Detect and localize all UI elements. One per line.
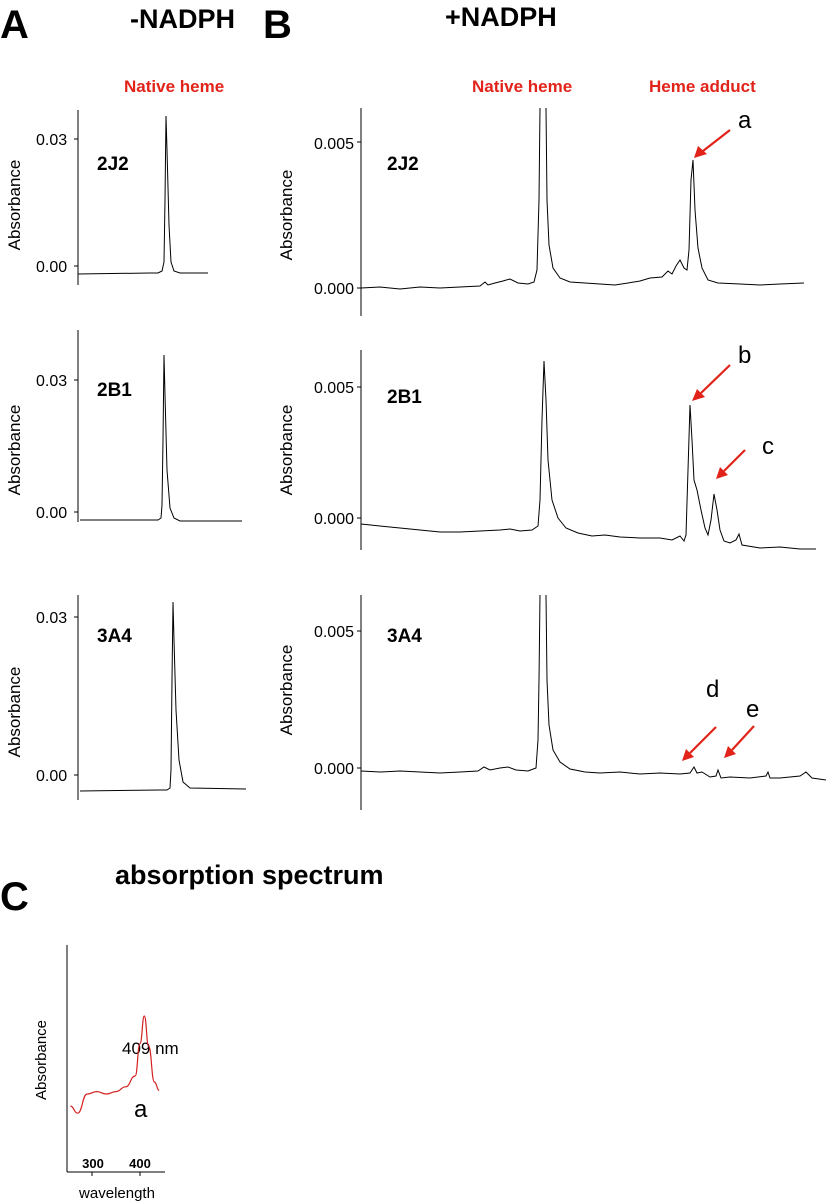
y-tick-label: 0.03 (36, 132, 67, 149)
sample-label: 2J2 (387, 154, 419, 175)
y-tick-label: 0.005 (314, 136, 354, 153)
chart-a-3a4: 0.03 0.00 Absorbance 3A4 (5, 595, 247, 800)
arrowhead (724, 746, 736, 758)
peak-arrow-d (689, 726, 717, 754)
arrowhead (694, 146, 707, 158)
chromatogram-trace (79, 601, 247, 792)
arrowhead (716, 467, 728, 479)
peak-arrow-b (700, 364, 731, 394)
y-tick-label: 0.005 (314, 624, 354, 641)
peak-arrow-e (731, 725, 755, 751)
peak-annotation-label: d (706, 676, 719, 703)
y-axis-label: Absorbance (5, 160, 24, 251)
absorption-spectrum-trace (70, 1015, 160, 1114)
y-axis-label: Absorbance (277, 170, 296, 261)
chart-b-2b1: 0.005 0.000 Absorbance 2B1 b c (277, 342, 816, 550)
y-tick-label: 0.00 (36, 768, 67, 785)
chromatogram-trace (360, 360, 816, 550)
panel-a-title: -NADPH (130, 4, 235, 34)
panel-b-native-heme-label: Native heme (472, 77, 572, 96)
sample-label: 2B1 (387, 387, 422, 408)
y-axis-label: Absorbance (33, 1020, 50, 1100)
sample-label: 3A4 (387, 626, 422, 647)
panel-letter-a: A (0, 3, 29, 47)
panel-b-heme-adduct-label: Heme adduct (649, 77, 756, 96)
panel-letter-b: B (263, 3, 292, 47)
peak-annotation-label: b (738, 342, 751, 369)
y-axis-label: Absorbance (277, 405, 296, 496)
peak-arrow-a (702, 129, 731, 152)
x-tick-label: 400 (129, 1156, 151, 1171)
chart-b-3a4: 0.005 0.000 Absorbance 3A4 d e (277, 594, 826, 810)
chromatogram-trace (360, 594, 826, 781)
y-tick-label: 0.03 (36, 373, 67, 390)
peak-annotation-label: a (738, 107, 752, 134)
peak-annotation-label: e (746, 696, 759, 723)
y-tick-label: 0.03 (36, 610, 67, 627)
y-tick-label: 0.000 (314, 761, 354, 778)
chromatogram-trace (360, 107, 805, 290)
panel-c-title: absorption spectrum (115, 860, 384, 890)
y-tick-label: 0.00 (36, 505, 67, 522)
y-axis-label: Absorbance (277, 645, 296, 736)
y-axis-label: Absorbance (5, 405, 24, 496)
sample-label: 2B1 (97, 380, 132, 401)
y-tick-label: 0.000 (314, 511, 354, 528)
arrowhead (682, 749, 694, 761)
x-axis-label: wavelength (78, 1185, 155, 1202)
chart-c-absorption-spectrum: 300 400 wavelength Absorbance 409 nm a (33, 945, 179, 1202)
peak-arrow-c (723, 449, 746, 472)
panel-letter-c: C (0, 875, 29, 919)
chart-b-2j2: 0.005 0.000 Absorbance 2J2 a (277, 107, 805, 316)
y-tick-label: 0.000 (314, 281, 354, 298)
y-axis-label: Absorbance (5, 667, 24, 758)
peak-wavelength-label: 409 nm (122, 1039, 179, 1058)
sample-label: 2J2 (97, 154, 129, 175)
y-tick-label: 0.005 (314, 380, 354, 397)
chromatogram-trace (77, 115, 208, 275)
trace-label: a (134, 1096, 148, 1123)
chart-a-2j2: 0.03 0.00 Absorbance 2J2 (5, 110, 208, 285)
arrowhead (692, 389, 705, 401)
chart-a-2b1: 0.03 0.00 Absorbance 2B1 (5, 330, 242, 522)
x-tick-label: 300 (82, 1156, 104, 1171)
y-tick-label: 0.00 (36, 259, 67, 276)
panel-a-native-heme-label: Native heme (124, 77, 224, 96)
panel-b-title: +NADPH (445, 2, 557, 32)
chromatogram-trace (80, 354, 242, 522)
peak-annotation-label: c (762, 433, 774, 460)
sample-label: 3A4 (97, 626, 132, 647)
